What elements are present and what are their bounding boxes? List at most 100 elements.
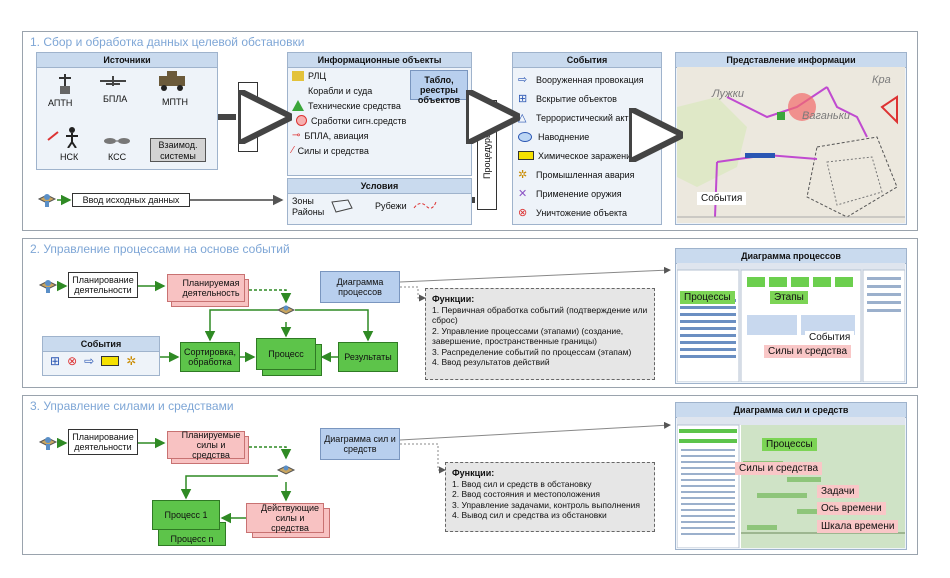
drone-icon bbox=[98, 74, 128, 88]
info-item-ships: Корабли и суда bbox=[308, 85, 373, 96]
s3-acting-box: Действующие силы и средства bbox=[246, 503, 324, 533]
s3-shot-processes: Процессы bbox=[762, 438, 817, 451]
s3-process1-box: Процесс 1 bbox=[152, 500, 220, 530]
section-1-title: 1. Сбор и обработка данных целевой обста… bbox=[30, 35, 305, 49]
s2-events-title: События bbox=[43, 337, 159, 352]
input-data-box: Ввод исходных данных bbox=[72, 193, 190, 207]
s2-shot-stages: Этапы bbox=[770, 291, 808, 304]
event-provocation: ⇨Вооруженная провокация bbox=[518, 74, 644, 86]
comm-icon bbox=[102, 136, 136, 146]
line-icon bbox=[412, 198, 438, 212]
arrow-icon: ⇨ bbox=[84, 354, 95, 368]
event-destroy: ⊗Уничтожение объекта bbox=[518, 207, 628, 219]
s2-planning-box: Планирование деятельности bbox=[68, 272, 138, 298]
s3-shot-time-axis: Ось времени bbox=[817, 502, 886, 515]
antenna-icon bbox=[55, 72, 75, 94]
sources-panel: Источники bbox=[36, 52, 218, 170]
sensor-icon bbox=[44, 124, 86, 148]
sources-title: Источники bbox=[37, 53, 217, 68]
event-opening: ⊞Вскрытие объектов bbox=[518, 93, 617, 105]
info-item-uav: ⊸БПЛА, авиация bbox=[292, 130, 369, 141]
info-objects-list: РЛЦ Корабли и суда Технические средства … bbox=[292, 68, 410, 158]
source-aptn: АПТН bbox=[48, 98, 73, 108]
s2-func-4: 4. Ввод результатов действий bbox=[432, 357, 550, 367]
s2-screenshot-title: Диаграмма процессов bbox=[676, 249, 906, 264]
hazard-icon: ✲ bbox=[126, 354, 137, 368]
map-label-luzhki: Лужки bbox=[712, 88, 745, 100]
hazard-icon: ✲ bbox=[518, 169, 528, 181]
info-item-forces: ⁄Силы и средства bbox=[292, 145, 369, 156]
procedures-box: Процедуры bbox=[477, 100, 497, 210]
source-bpla: БПЛА bbox=[103, 94, 128, 104]
cross-icon: ✕ bbox=[518, 188, 528, 200]
events-list: ⇨Вооруженная провокация ⊞Вскрытие объект… bbox=[518, 70, 662, 222]
info-view-title: Представление информации bbox=[676, 53, 906, 68]
crossed-circle-icon: ⊗ bbox=[67, 354, 78, 368]
s2-process-box: Процесс bbox=[256, 338, 316, 370]
event-industrial: ✲Промышленная авария bbox=[518, 169, 635, 181]
info-objects-title: Информационные объекты bbox=[288, 53, 471, 68]
source-kss: КСС bbox=[108, 152, 127, 162]
triangle-outline-icon: △ bbox=[518, 112, 527, 124]
map-label-kra: Кра bbox=[872, 74, 891, 86]
info-item-tech: Технические средства bbox=[292, 98, 410, 113]
conditions-panel: Условия bbox=[287, 178, 472, 225]
flag-icon: ⊸ bbox=[292, 130, 301, 141]
s3-shot-forces: Силы и средства bbox=[735, 462, 823, 475]
s2-shot-forces: Силы и средства bbox=[764, 345, 852, 358]
s2-diagram-box: Диаграмма процессов bbox=[320, 271, 400, 303]
shape-icon bbox=[330, 198, 354, 216]
info-item-rlc: РЛЦ bbox=[292, 68, 410, 83]
source-nsk: НСК bbox=[60, 152, 79, 162]
conditions-title: Условия bbox=[288, 179, 471, 194]
source-mptn: МПТН bbox=[162, 97, 188, 107]
event-terror: △Террористический акт bbox=[518, 112, 629, 124]
crossed-circle-icon: ⊗ bbox=[518, 207, 528, 219]
s2-planned-box: Планируемая деятельность bbox=[167, 274, 245, 302]
event-flood: Наводнение bbox=[518, 127, 662, 146]
protocols-box: Протоколы bbox=[238, 82, 258, 152]
radar-icon bbox=[292, 70, 304, 81]
vehicle-icon bbox=[155, 68, 189, 92]
zones-label: Зоны bbox=[292, 196, 314, 206]
rectangle-icon bbox=[518, 151, 534, 160]
s3-func-4: 4. Вывод сил и средства из обстановки bbox=[452, 510, 607, 520]
s2-func-1: 1. Первичная обработка событий (подтверж… bbox=[432, 304, 648, 326]
s2-events-icons: ⊞ ⊗ ⇨ ✲ bbox=[50, 354, 136, 368]
map-input-icon bbox=[37, 191, 57, 209]
events-title: События bbox=[513, 53, 661, 68]
tablo-box: Табло, реестры объектов bbox=[410, 70, 468, 105]
section-3-title: 3. Управление силами и средствами bbox=[30, 399, 234, 413]
s3-diagram-box: Диаграмма сил и средств bbox=[320, 428, 400, 460]
s2-functions-title: Функции: bbox=[432, 294, 475, 304]
s3-func-3: 3. Управление задачами, контроль выполне… bbox=[452, 499, 641, 510]
s2-screenshot-image bbox=[677, 263, 905, 382]
s3-screenshot-title: Диаграмма сил и средств bbox=[676, 403, 906, 418]
info-item-alarms: Сработки сигн.средств bbox=[292, 113, 410, 128]
s2-func-2: 2. Управление процессами (этапами) (созд… bbox=[432, 325, 624, 347]
s3-functions-title: Функции: bbox=[452, 468, 495, 478]
s2-func-3: 3. Распределение событий по процессам (э… bbox=[432, 346, 632, 357]
s2-functions-note: Функции: 1. Первичная обработка событий … bbox=[425, 288, 655, 380]
s2-sorting-box: Сортировка, обработка bbox=[180, 342, 240, 372]
lines-label: Рубежи bbox=[375, 201, 407, 211]
s2-events-panel: События bbox=[42, 336, 160, 376]
s2-shot-processes: Процессы bbox=[680, 291, 735, 304]
grid-icon: ⊞ bbox=[518, 93, 528, 105]
target-icon bbox=[296, 115, 307, 126]
s2-shot-events: События bbox=[805, 331, 855, 344]
event-chemical: Химическое заражение bbox=[518, 146, 662, 165]
s3-planning-box: Планирование деятельности bbox=[68, 429, 138, 455]
s2-planning-icon bbox=[38, 277, 58, 295]
s3-planned-box: Планируемые силы и средства bbox=[167, 430, 245, 460]
rectangle-icon bbox=[101, 356, 120, 366]
s3-shot-tasks: Задачи bbox=[817, 485, 859, 498]
pen-icon: ⁄ bbox=[292, 145, 294, 156]
areas-label: Районы bbox=[292, 207, 325, 217]
source-vzaimod: Взаимод. системы bbox=[150, 138, 206, 162]
arrow-icon: ⇨ bbox=[518, 74, 528, 86]
map-label-vaganki: Ваганьки bbox=[802, 110, 851, 122]
event-weapon: ✕Применение оружия bbox=[518, 188, 622, 200]
grid-icon: ⊞ bbox=[50, 354, 61, 368]
s3-func-1: 1. Ввод сил и средств в обстановку bbox=[452, 478, 592, 489]
